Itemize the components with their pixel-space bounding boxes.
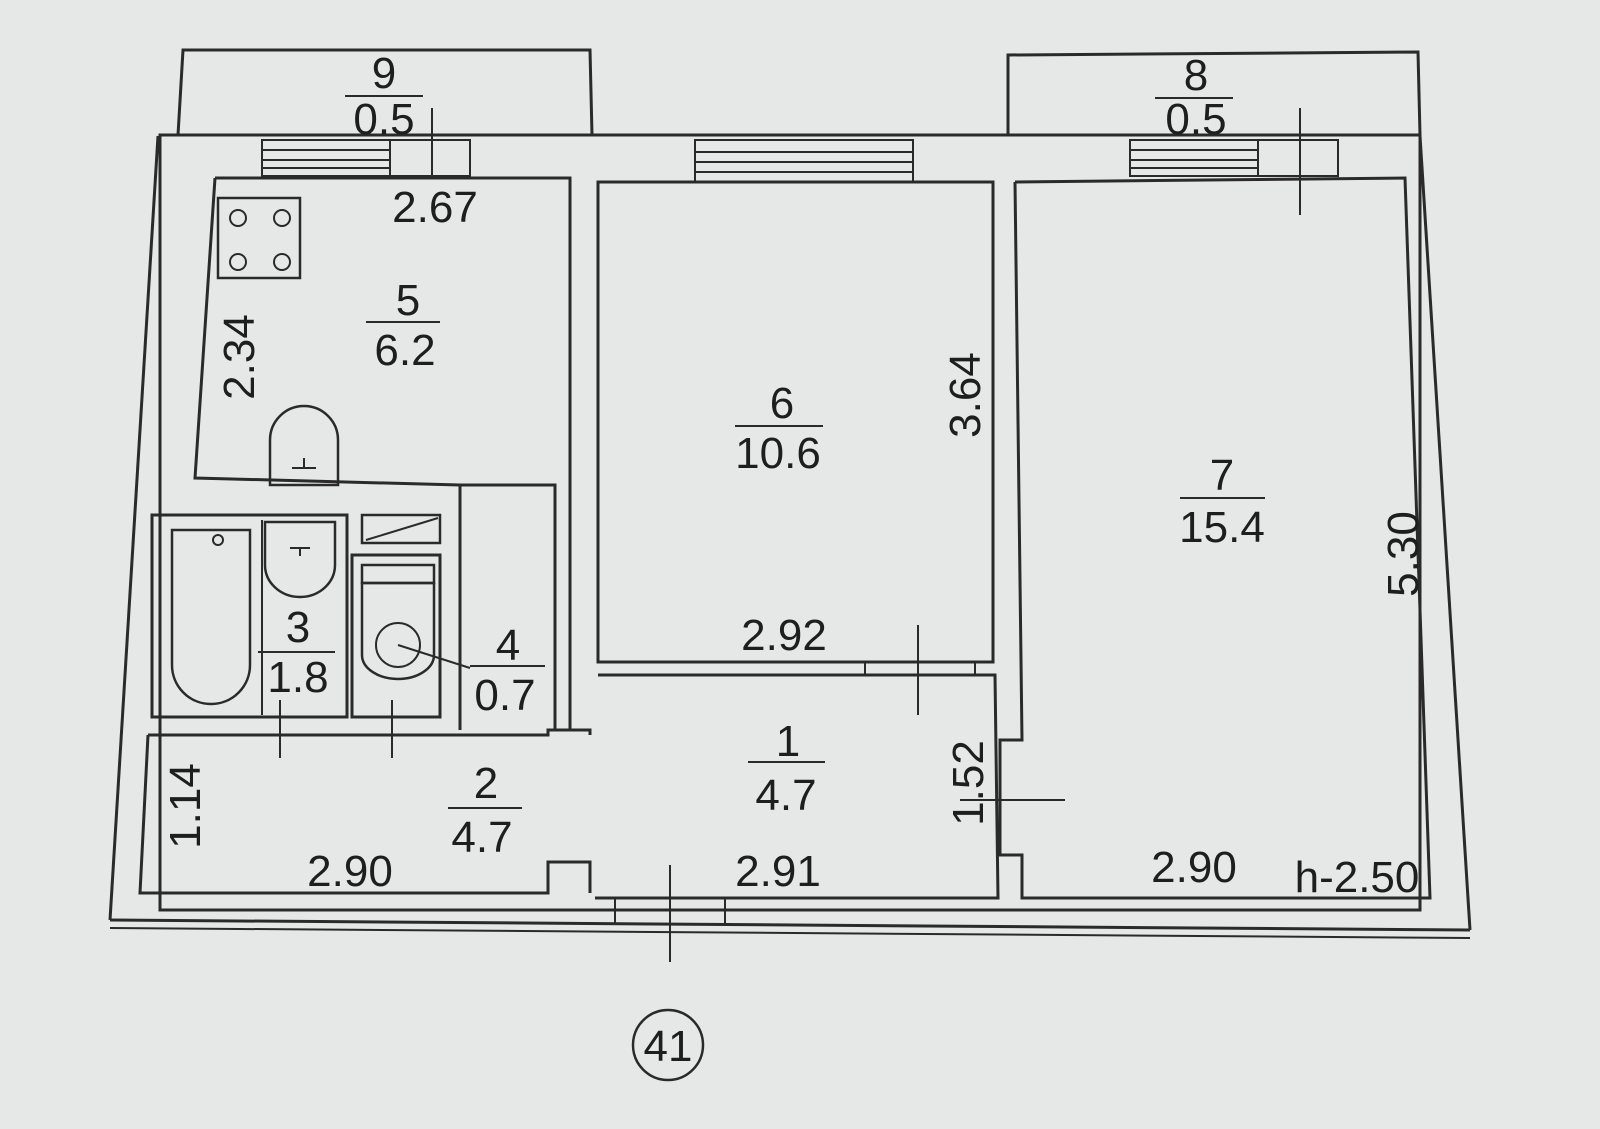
room-6-walls: [596, 180, 995, 664]
sink-icon: [268, 404, 340, 487]
room-2-area: 4.7: [451, 813, 512, 862]
dim-room-6-width: 2.92: [741, 611, 827, 660]
room-label-8: 8 0.5: [1165, 51, 1226, 144]
room-label-7: 7 15.4: [1179, 451, 1265, 552]
dim-hall-depth: 1.52: [944, 740, 993, 826]
room-label-6: 6 10.6: [735, 379, 821, 478]
dim-hall-width: 2.91: [735, 847, 821, 896]
room-3-area: 1.8: [267, 653, 328, 702]
dim-corridor-width: 2.90: [307, 847, 393, 896]
room-5-area: 6.2: [374, 326, 435, 375]
room-9-area: 0.5: [353, 95, 414, 144]
window-kitchen: [261, 108, 471, 178]
room-1-number: 1: [776, 717, 800, 766]
dim-room-7-width: 2.90: [1151, 843, 1237, 892]
room-9-number: 9: [372, 49, 396, 98]
fraction-lines: [258, 95, 1265, 809]
room-label-9: 9 0.5: [353, 49, 414, 144]
room-label-4: 4 0.7: [474, 621, 535, 720]
window-room-6: [694, 139, 914, 183]
corridor-walls: [138, 728, 592, 895]
room-2-number: 2: [474, 759, 498, 808]
dim-kitchen-depth: 2.34: [215, 314, 264, 400]
room-4-area: 0.7: [474, 671, 535, 720]
room-label-5: 5 6.2: [374, 276, 435, 375]
balcony-8: [1006, 50, 1422, 136]
washbasin-icon: [263, 520, 337, 599]
room-label-2: 2 4.7: [451, 759, 512, 862]
room-8-area: 0.5: [1165, 95, 1226, 144]
room-3-number: 3: [286, 603, 310, 652]
room-1-area: 4.7: [755, 771, 816, 820]
wc-walls: [350, 553, 442, 758]
shelf-icon: [360, 513, 442, 545]
bathtub-icon: [170, 528, 252, 706]
entrance-door: [614, 865, 726, 962]
dim-corridor-depth: 1.14: [161, 763, 210, 849]
dim-room-6-depth: 3.64: [941, 352, 990, 438]
ceiling-height: h-2.50: [1295, 853, 1420, 902]
outer-walls: [108, 133, 1472, 939]
apartment-number-badge: 41: [631, 1008, 705, 1082]
room-label-3: 3 1.8: [267, 603, 328, 702]
stove-icon: [216, 196, 302, 280]
dim-kitchen-width: 2.67: [392, 183, 478, 232]
dim-room-7-depth: 5.30: [1379, 511, 1428, 597]
room-7-number: 7: [1210, 451, 1234, 500]
window-room-7: [1129, 108, 1339, 215]
balcony-9: [176, 48, 594, 136]
apartment-number: 41: [644, 1022, 693, 1071]
room-8-number: 8: [1184, 51, 1208, 100]
bathroom-walls: [150, 513, 349, 758]
room-6-area: 10.6: [735, 429, 821, 478]
room-7-area: 15.4: [1179, 503, 1265, 552]
toilet-icon: [360, 563, 471, 681]
hall-walls: [595, 625, 1065, 900]
room-6-number: 6: [770, 379, 794, 428]
room-label-1: 1 4.7: [755, 717, 816, 820]
room-4-number: 4: [496, 621, 520, 670]
room-7-walls: [998, 176, 1432, 900]
room-5-number: 5: [396, 276, 420, 325]
